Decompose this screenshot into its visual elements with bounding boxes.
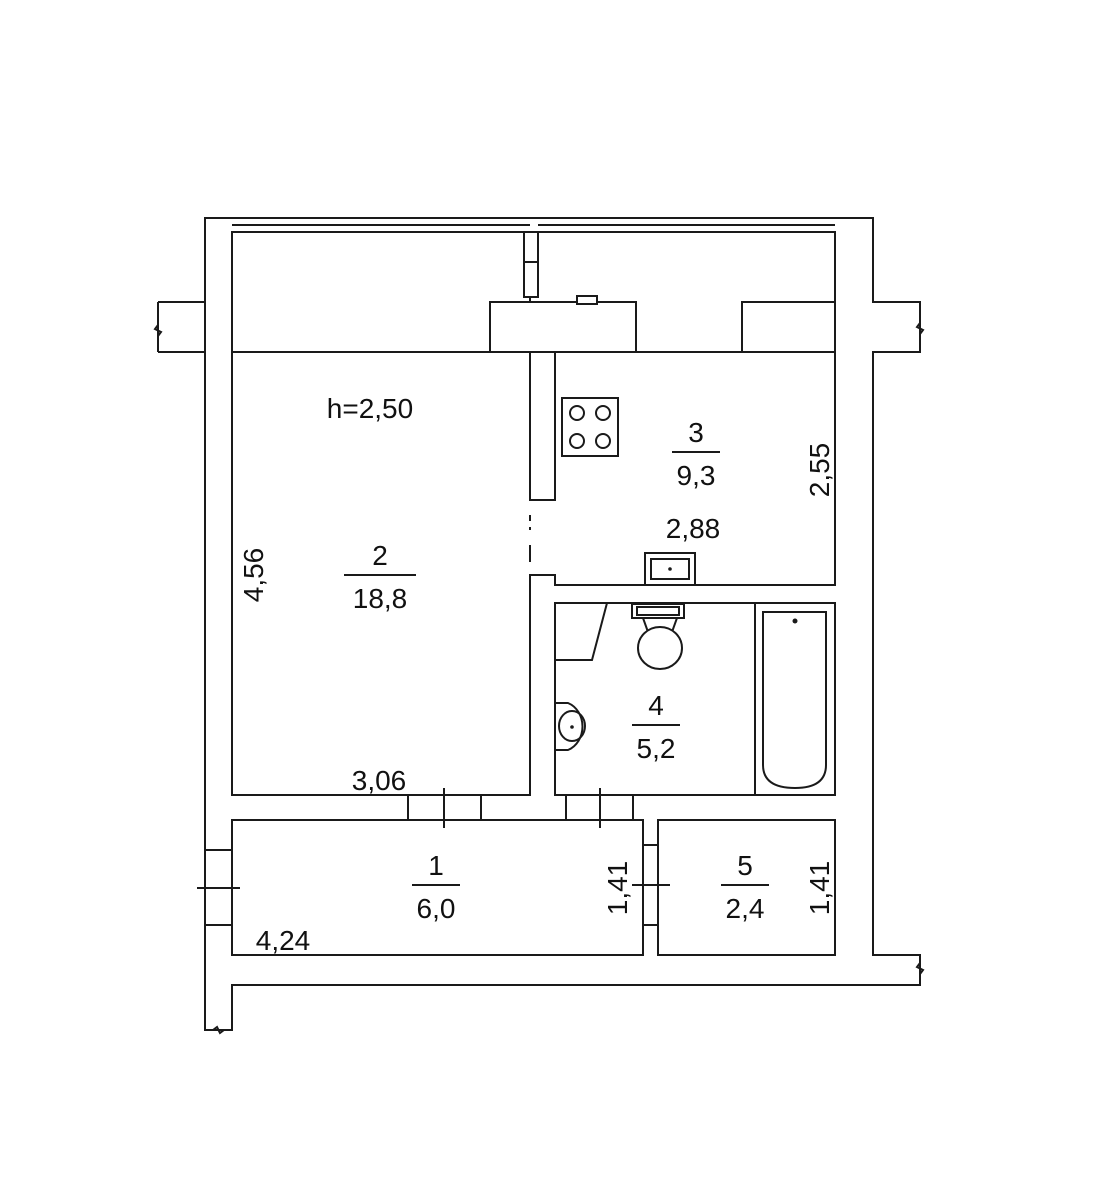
room-area: 2,4 bbox=[726, 893, 765, 924]
dim-hall-height: 1,41 bbox=[602, 861, 633, 916]
room-label-storage: 5 2,4 bbox=[721, 850, 769, 924]
opening-living-kitchen bbox=[529, 501, 556, 574]
dim-kitchen-height: 2,55 bbox=[804, 443, 835, 498]
kitchen-sink-icon bbox=[644, 552, 696, 586]
dim-storage-height: 1,41 bbox=[804, 861, 835, 916]
break-mark-left bbox=[153, 324, 163, 337]
room-number: 3 bbox=[688, 417, 704, 448]
break-mark-right bbox=[915, 322, 925, 335]
break-mark-right-lower bbox=[915, 962, 925, 975]
room-area: 18,8 bbox=[353, 583, 408, 614]
room-area: 5,2 bbox=[637, 733, 676, 764]
room-number: 2 bbox=[372, 540, 388, 571]
ventilation-duct bbox=[576, 295, 598, 305]
ceiling-height-label: h=2,50 bbox=[327, 393, 413, 424]
room-number: 1 bbox=[428, 850, 444, 881]
dim-hall-width: 4,24 bbox=[256, 925, 311, 956]
wall-pier-right bbox=[741, 301, 836, 353]
room-number: 4 bbox=[648, 690, 664, 721]
kitchen-balcony-door bbox=[523, 231, 539, 298]
stove-icon bbox=[561, 397, 619, 457]
room-area: 6,0 bbox=[417, 893, 456, 924]
wall-pier-center bbox=[489, 301, 637, 353]
room-label-kitchen: 3 9,3 bbox=[672, 417, 720, 491]
room-label-living: 2 18,8 bbox=[344, 540, 416, 614]
wall-stub-left bbox=[157, 218, 206, 353]
room-living bbox=[231, 351, 531, 796]
room-label-hall: 1 6,0 bbox=[412, 850, 460, 924]
break-mark-bottom bbox=[212, 1025, 225, 1035]
dim-living-height: 4,56 bbox=[238, 548, 269, 603]
room-area: 9,3 bbox=[677, 460, 716, 491]
dim-living-width: 3,06 bbox=[352, 765, 407, 796]
room-label-bathroom: 4 5,2 bbox=[632, 690, 680, 764]
washbasin-icon bbox=[554, 701, 586, 751]
bathtub-icon bbox=[754, 602, 836, 796]
toilet-icon bbox=[631, 603, 685, 670]
room-number: 5 bbox=[737, 850, 753, 881]
dim-kitchen-width: 2,88 bbox=[666, 513, 721, 544]
